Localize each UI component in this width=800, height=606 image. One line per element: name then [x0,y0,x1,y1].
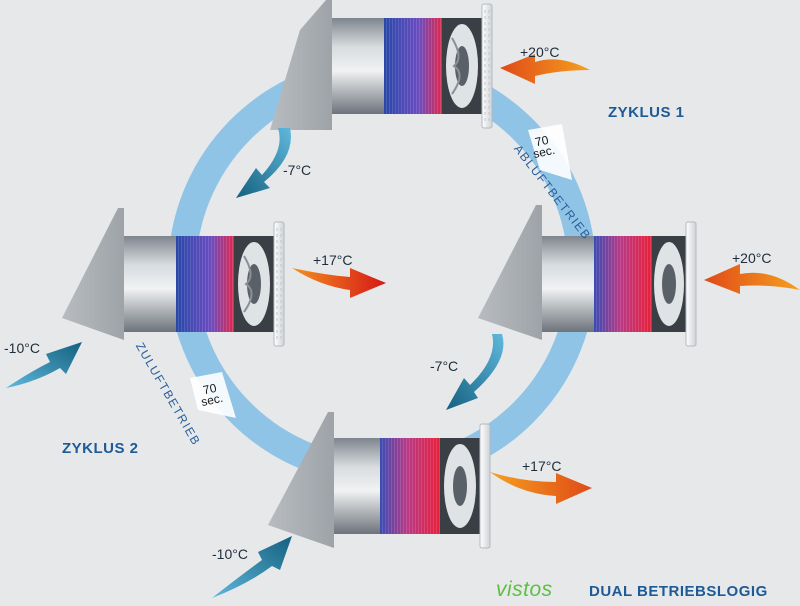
warm-arrow-bottom-out [490,472,592,504]
timer-marker-lower [190,372,236,418]
brand-logo: vistos [496,578,553,601]
cold-arrow-bottom-in [212,536,292,598]
temp-bottom-in: -10°C [212,546,248,562]
unit-right [478,205,697,347]
unit-top [270,0,493,130]
warm-arrow-right-in [704,264,800,294]
timer-marker-upper [528,124,572,180]
cold-arrow-left-in [6,342,82,388]
timer-upper: 70 sec. [530,133,556,161]
temp-bottom-out: +17°C [522,458,562,474]
product-name: DUAL BETRIEBSLOGIG [589,583,768,600]
temp-left-in: -10°C [4,340,40,356]
cycle-2-label: ZYKLUS 2 [62,440,139,457]
hot-arrow-left-out [292,268,386,298]
cold-arrow-right-out [446,334,504,410]
temp-left-out: +17°C [313,252,353,268]
unit-bottom [268,412,491,549]
warm-arrow-top-in [500,54,590,84]
cycle-1-label: ZYKLUS 1 [608,104,685,121]
temp-top-in: +20°C [520,44,560,60]
unit-left [62,208,285,347]
cold-arrow-top-out [236,128,291,198]
temp-right-out: -7°C [430,358,459,374]
temp-right-in: +20°C [732,250,772,266]
temp-top-out: -7°C [283,162,312,178]
timer-lower: 70 sec. [198,381,224,409]
